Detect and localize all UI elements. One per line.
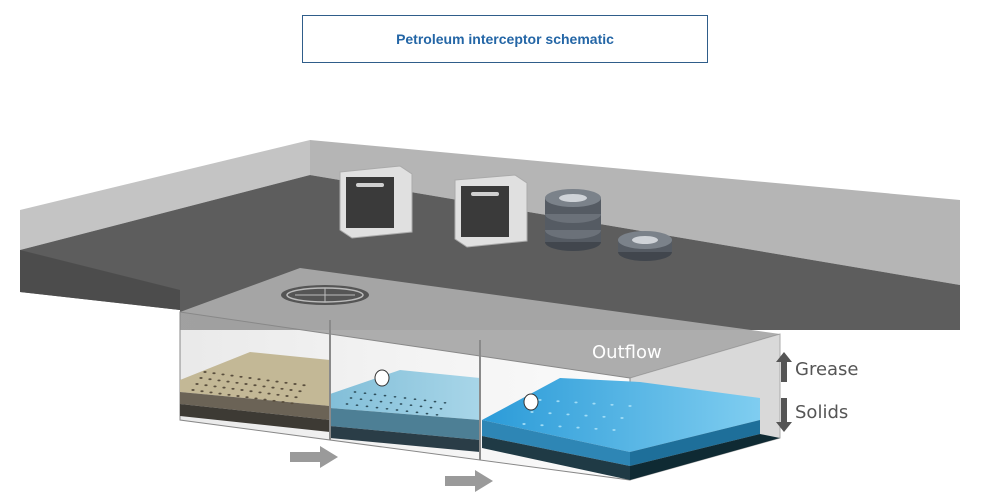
pipe-opening-2 [523,393,539,411]
storage-box-1 [339,165,413,239]
chamber3-particles [522,399,632,431]
outflow-label: Outflow [592,342,662,363]
sediment-particles [191,371,306,405]
single-tire [618,231,672,261]
flow-arrow-1 [290,446,338,468]
storage-box-2 [454,174,528,248]
pipe-opening-1 [374,369,390,387]
chamber2-particles [345,391,447,416]
interceptor-tank [179,268,781,481]
solids-arrow-icon [776,398,792,432]
diagram-title-text: Petroleum interceptor schematic [396,31,614,47]
diagram-title: Petroleum interceptor schematic [302,15,708,63]
flow-arrow-2 [445,470,493,492]
solids-label: Solids [795,402,848,423]
grease-arrow-icon [776,352,792,382]
tire-stack [545,189,601,251]
grease-label: Grease [795,359,859,380]
